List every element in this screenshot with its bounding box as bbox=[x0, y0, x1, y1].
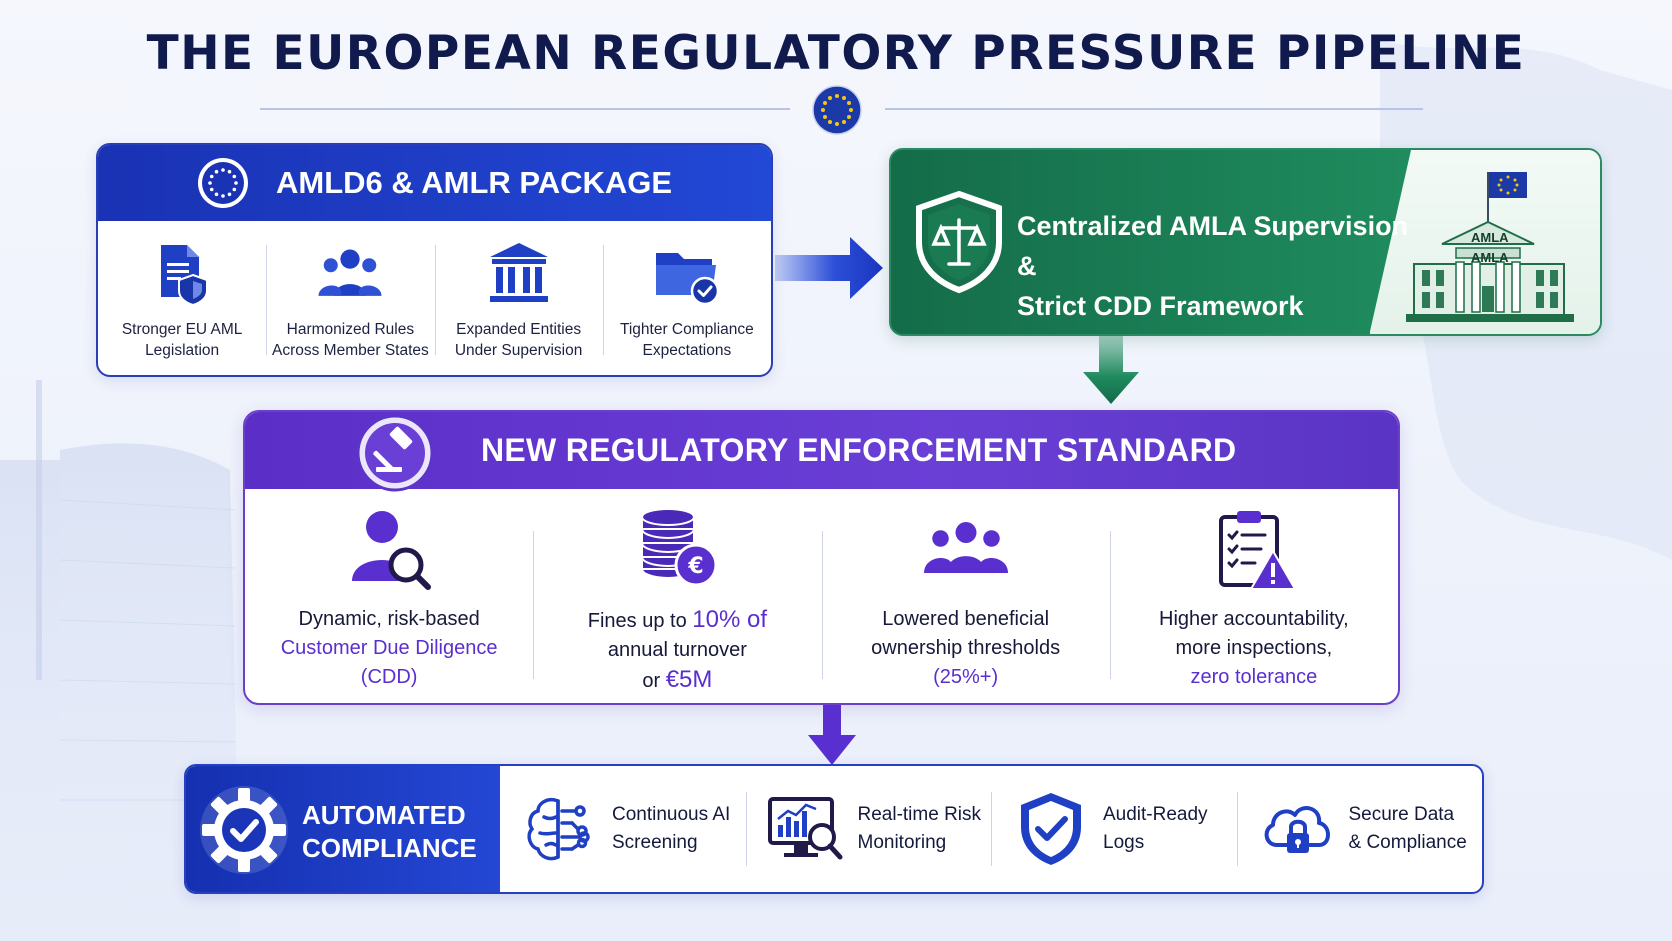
ownership-threshold: (25%+) bbox=[933, 666, 999, 688]
fines-basis: annual turnover bbox=[607, 639, 747, 661]
enforcement-standard-panel: NEW REGULATORY ENFORCEMENT STANDARD Dyna… bbox=[243, 410, 1400, 705]
accountability-line1: Higher accountability, bbox=[1159, 608, 1349, 630]
ai-screening-line1: Continuous AI bbox=[612, 804, 731, 825]
automated-compliance-panel: AUTOMATED COMPLIANCE Continuous AI Screen… bbox=[184, 764, 1484, 894]
fines-prefix: Fines up to bbox=[587, 610, 693, 632]
audit-logs-line2: Logs bbox=[1103, 832, 1145, 853]
ai-screening-line2: Screening bbox=[612, 832, 698, 853]
amla-supervision-panel: Centralized AMLA Supervision & Strict CD… bbox=[889, 148, 1602, 336]
automation-item-secure-data: Secure Data & Compliance bbox=[1236, 766, 1483, 892]
automated-compliance-lead: AUTOMATED COMPLIANCE bbox=[186, 766, 500, 892]
package-item-line1: Stronger EU AML bbox=[121, 321, 243, 338]
monitor-analytics-icon bbox=[767, 797, 842, 860]
package-item-line2: Across Member States bbox=[271, 342, 429, 359]
package-item-line2: Legislation bbox=[145, 342, 220, 359]
title-divider-right bbox=[885, 108, 1423, 110]
risk-monitoring-line1: Real-time Risk bbox=[857, 804, 982, 825]
cdd-line1: Dynamic, risk-based bbox=[298, 608, 480, 630]
people-ownership-icon bbox=[923, 522, 1008, 573]
fines-percent: 10% of bbox=[692, 606, 767, 633]
amld6-package-panel: AMLD6 & AMLR PACKAGE Stronger EU AML Legi… bbox=[96, 143, 773, 377]
risk-monitoring-line2: Monitoring bbox=[857, 832, 947, 853]
package-item-line2: Expectations bbox=[642, 342, 732, 359]
accountability-line2: more inspections, bbox=[1175, 637, 1333, 659]
enforcement-standard-title: NEW REGULATORY ENFORCEMENT STANDARD bbox=[481, 432, 1237, 468]
svg-text:€: € bbox=[688, 554, 704, 579]
flow-arrow-right bbox=[775, 237, 883, 299]
supervision-line1: Centralized AMLA Supervision & bbox=[1017, 211, 1409, 281]
package-item-line2: Under Supervision bbox=[454, 342, 583, 359]
institution-icon bbox=[489, 243, 548, 302]
audit-logs-line1: Audit-Ready bbox=[1103, 804, 1208, 825]
shield-scales-icon bbox=[916, 190, 1002, 294]
flow-arrow-down-green bbox=[1083, 336, 1139, 404]
enforcement-item-fines: € Fines up to 10% of annual turnover or … bbox=[533, 489, 821, 703]
fines-or: or bbox=[642, 670, 666, 692]
people-group-icon bbox=[318, 249, 382, 296]
document-shield-icon bbox=[161, 245, 209, 307]
package-item-line1: Expanded Entities bbox=[456, 321, 582, 338]
amld6-package-header: AMLD6 & AMLR PACKAGE bbox=[98, 145, 771, 221]
enforcement-item-cdd: Dynamic, risk-based Customer Due Diligen… bbox=[245, 489, 533, 703]
secure-data-line1: Secure Data bbox=[1348, 804, 1455, 825]
amla-building-label-2: AMLA bbox=[1471, 250, 1509, 265]
page-title: THE EUROPEAN REGULATORY PRESSURE PIPELIN… bbox=[146, 26, 1526, 81]
package-item-legislation: Stronger EU AML Legislation bbox=[98, 221, 266, 375]
package-item-line1: Harmonized Rules bbox=[286, 321, 415, 338]
cdd-highlight: Customer Due Diligence bbox=[280, 637, 498, 659]
gear-check-icon bbox=[200, 786, 288, 874]
enforcement-item-accountability: Higher accountability, more inspections,… bbox=[1109, 489, 1398, 703]
amla-building-icon bbox=[1406, 172, 1574, 322]
shield-check-icon bbox=[1021, 793, 1081, 865]
amla-building-label-1: AMLA bbox=[1471, 230, 1509, 245]
eu-stars-icon bbox=[198, 158, 248, 208]
supervision-line2: Strict CDD Framework bbox=[1017, 291, 1304, 321]
ai-brain-icon bbox=[527, 798, 590, 861]
enforcement-standard-header: NEW REGULATORY ENFORCEMENT STANDARD bbox=[245, 412, 1398, 492]
eu-flag-icon bbox=[812, 85, 862, 135]
gavel-icon bbox=[356, 414, 434, 492]
cdd-line3: (CDD) bbox=[360, 666, 418, 688]
fines-amount: €5M bbox=[665, 666, 713, 693]
flow-arrow-down-purple bbox=[808, 705, 856, 765]
ownership-line1: Lowered beneficial bbox=[882, 608, 1050, 630]
secure-data-line2: & Compliance bbox=[1348, 832, 1467, 853]
coins-euro-icon: € bbox=[641, 508, 718, 587]
folder-check-icon bbox=[655, 253, 720, 306]
automated-line2: COMPLIANCE bbox=[302, 833, 477, 863]
person-search-icon bbox=[352, 511, 432, 590]
title-divider-left bbox=[260, 108, 790, 110]
accountability-highlight: zero tolerance bbox=[1190, 666, 1318, 688]
automated-line1: AUTOMATED bbox=[302, 800, 466, 830]
package-item-line1: Tighter Compliance bbox=[619, 321, 754, 338]
ownership-line2: ownership thresholds bbox=[871, 637, 1061, 659]
cloud-lock-icon bbox=[1264, 806, 1330, 853]
amld6-package-title: AMLD6 & AMLR PACKAGE bbox=[276, 165, 673, 200]
enforcement-item-ownership: Lowered beneficial ownership thresholds … bbox=[821, 489, 1110, 703]
clipboard-warning-icon bbox=[1218, 511, 1297, 590]
automation-item-ai-screening: Continuous AI Screening bbox=[500, 766, 746, 892]
